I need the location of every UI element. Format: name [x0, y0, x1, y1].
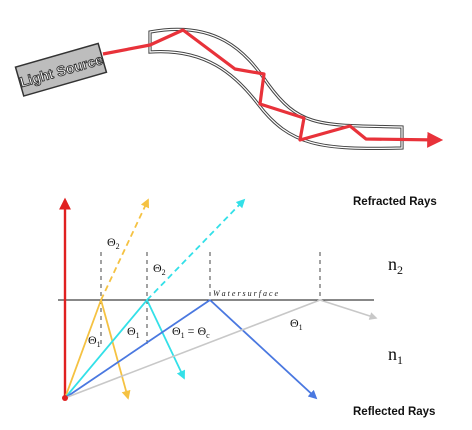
- theta-critical-label: Θ1 = Θc: [172, 324, 210, 340]
- theta1-label-yellow: Θ1: [88, 333, 101, 349]
- n2-label: n2: [388, 254, 403, 277]
- theta2-label-cyan: Θ2: [153, 261, 166, 277]
- cyan-refracted-ray: [146, 198, 246, 301]
- cyan-reflected-ray: [146, 299, 185, 380]
- cyan-incident-ray: [64, 299, 148, 399]
- blue-reflected-ray: [209, 299, 318, 400]
- refraction-figure: W a t e r s u r f a c e Θ2 Θ2 Θ1 Θ1 Θ1 =…: [58, 196, 437, 418]
- yellow-refracted-ray: [100, 198, 150, 301]
- gray-reflected-ray: [319, 299, 378, 320]
- water-surface-label: W a t e r s u r f a c e: [213, 289, 279, 298]
- reflected-rays-title: Reflected Rays: [353, 406, 435, 418]
- theta2-label-yellow: Θ2: [107, 235, 120, 251]
- n1-label: n1: [388, 344, 403, 367]
- light-source-box: Light Source: [14, 42, 108, 97]
- ray-origin-dot: [62, 395, 68, 401]
- fiber-zigzag-ray: [102, 28, 444, 148]
- yellow-incident-ray: [64, 299, 102, 399]
- gray-incident-ray: [64, 299, 321, 399]
- theta1-label-gray: Θ1: [290, 316, 303, 332]
- blue-incident-ray: [64, 299, 211, 399]
- fiber-outer-wall: [148, 27, 404, 150]
- fiber-inner-wall: [149, 28, 403, 149]
- refracted-rays-title: Refracted Rays: [353, 196, 437, 208]
- yellow-reflected-ray: [100, 299, 131, 400]
- optical-fiber-figure: Light Source: [14, 27, 444, 150]
- theta1-label-cyan: Θ1: [127, 324, 140, 340]
